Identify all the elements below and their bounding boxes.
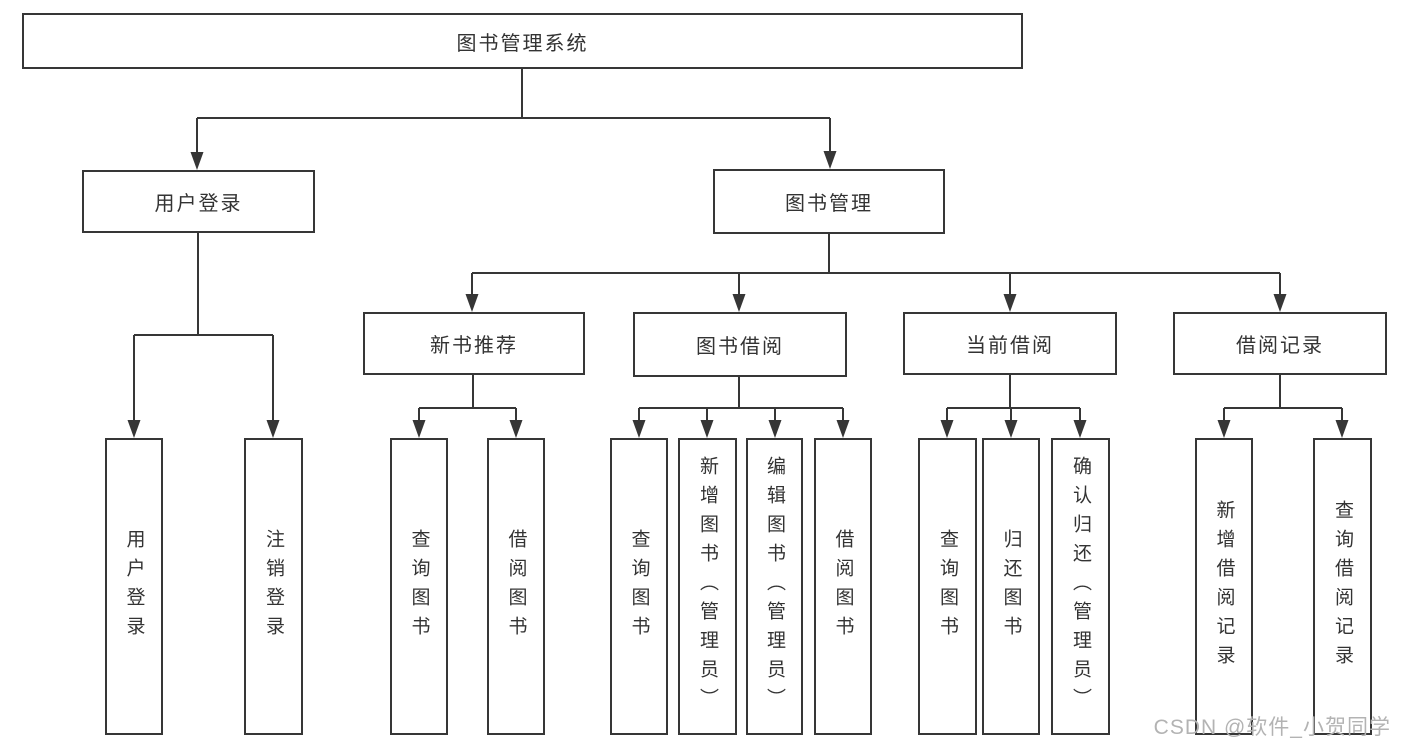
leaf-label: 编辑图书（管理员）	[764, 456, 785, 717]
csdn-watermark: CSDN @软件_小贺同学	[1153, 716, 1391, 739]
leaf-label: 注销登录	[263, 528, 284, 645]
leaf-add-borrow-record: 新增借阅记录	[1195, 438, 1253, 735]
node-new-book-recommend: 新书推荐	[363, 312, 585, 375]
node-label: 图书借阅	[696, 336, 784, 358]
leaf-label: 借阅图书	[832, 528, 854, 645]
node-label: 借阅记录	[1236, 335, 1324, 357]
node-label: 当前借阅	[966, 335, 1054, 357]
leaf-user-login: 用户登录	[105, 438, 163, 735]
node-label: 图书管理系统	[456, 32, 589, 55]
leaf-return-books: 归还图书	[982, 438, 1040, 735]
node-library-management-system: 图书管理系统	[22, 13, 1023, 69]
node-label: 用户登录	[154, 193, 243, 215]
leaf-label: 查询借阅记录	[1332, 499, 1353, 674]
node-user-login: 用户登录	[82, 170, 315, 233]
node-label: 图书管理	[785, 193, 873, 215]
leaf-label: 查询图书	[628, 528, 650, 645]
leaf-label: 查询图书	[937, 528, 958, 645]
leaf-label: 归还图书	[1000, 528, 1022, 645]
node-current-borrowing: 当前借阅	[903, 312, 1117, 375]
leaf-label: 新增借阅记录	[1213, 499, 1235, 674]
leaf-borrow-books: 借阅图书	[814, 438, 872, 735]
leaf-label: 用户登录	[123, 528, 145, 645]
leaf-label: 确认归还（管理员）	[1070, 456, 1091, 717]
leaf-query-borrow-record: 查询借阅记录	[1313, 438, 1372, 735]
leaf-label: 查询图书	[408, 528, 430, 645]
leaf-borrow-books-recommend: 借阅图书	[487, 438, 545, 735]
leaf-label: 借阅图书	[505, 528, 527, 645]
leaf-edit-books-admin: 编辑图书（管理员）	[746, 438, 803, 735]
node-book-management: 图书管理	[713, 169, 945, 234]
node-borrow-records: 借阅记录	[1173, 312, 1387, 375]
node-book-borrowing: 图书借阅	[633, 312, 847, 377]
leaf-confirm-return-admin: 确认归还（管理员）	[1051, 438, 1110, 735]
leaf-query-books-borrow: 查询图书	[610, 438, 668, 735]
leaf-query-books-recommend: 查询图书	[390, 438, 448, 735]
leaf-label: 新增图书（管理员）	[697, 456, 718, 717]
leaf-query-books-current: 查询图书	[918, 438, 977, 735]
node-label: 新书推荐	[430, 335, 518, 357]
leaf-add-books-admin: 新增图书（管理员）	[678, 438, 737, 735]
leaf-logout: 注销登录	[244, 438, 303, 735]
